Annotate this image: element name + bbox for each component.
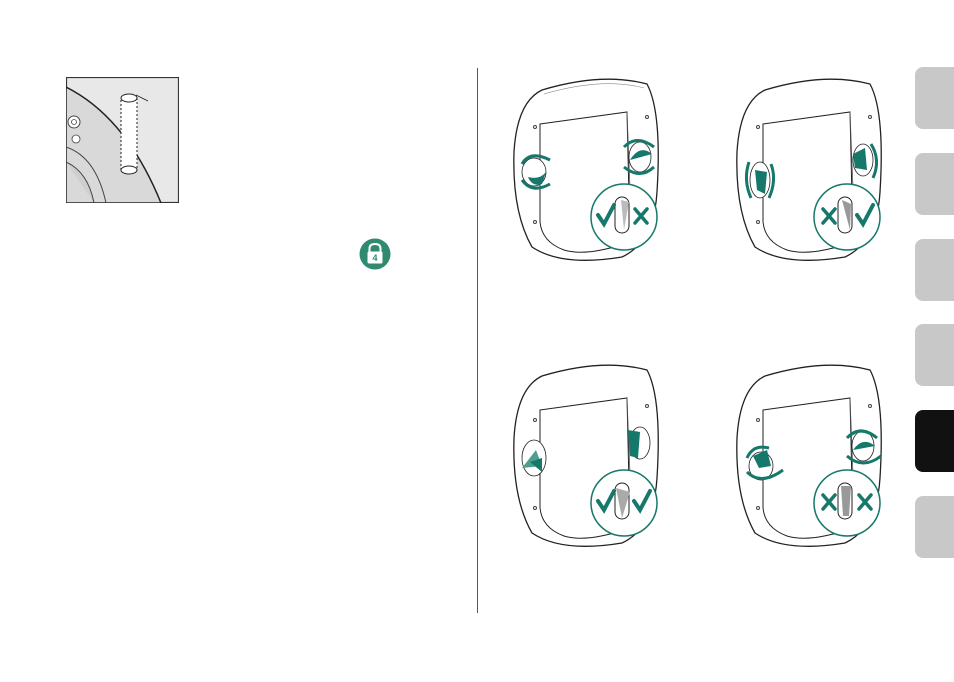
column-divider: [477, 68, 478, 613]
side-tab-5-active[interactable]: [915, 410, 954, 472]
side-tab-1[interactable]: [915, 67, 954, 129]
screw-detail-illustration: [66, 77, 179, 203]
lock-number: 4: [372, 253, 377, 263]
side-tab-6[interactable]: [915, 496, 954, 558]
door-panel-2: [725, 72, 895, 267]
door-panel-1: [502, 72, 672, 267]
side-tab-2[interactable]: [915, 153, 954, 215]
padlock-icon: 4: [359, 238, 391, 270]
door-panel-3: [502, 358, 672, 553]
door-panel-4: [725, 358, 895, 553]
side-tab-3[interactable]: [915, 239, 954, 301]
side-tab-4[interactable]: [915, 324, 954, 386]
